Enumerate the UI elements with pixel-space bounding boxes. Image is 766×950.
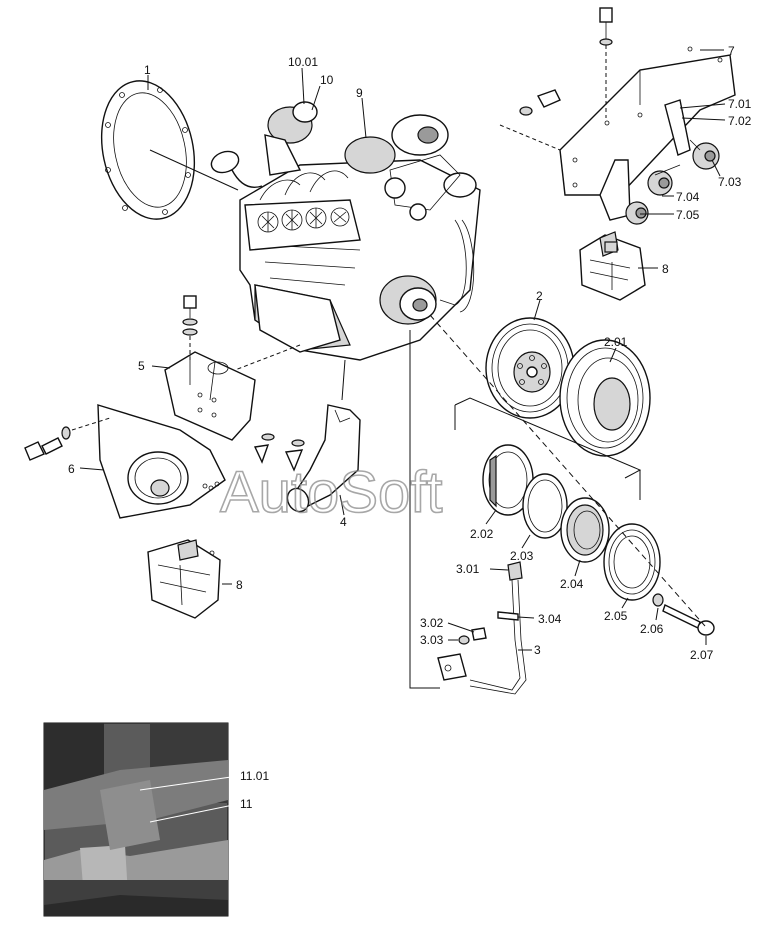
callout-2: 2 — [536, 289, 543, 303]
dipstick-tube-part-3 — [437, 561, 527, 695]
callout-7-03: 7.03 — [718, 175, 742, 189]
photo-inset — [43, 722, 239, 917]
engine-bracket-part-7 — [559, 46, 736, 225]
leader-lines — [79, 49, 726, 651]
callout-7-02: 7.02 — [728, 114, 752, 128]
bracket-top-bolt — [599, 7, 613, 118]
group-bracket-2-02-to-2-05 — [454, 397, 642, 500]
exhaust-elbow-part-4 — [286, 404, 361, 513]
callout-7-04: 7.04 — [676, 190, 700, 204]
watermark-text: AutoSoft — [220, 460, 442, 525]
ring-part-2-04 — [560, 497, 610, 563]
ring-part-2-03 — [522, 473, 568, 539]
callout-3: 3 — [534, 643, 541, 657]
callout-1: 1 — [144, 63, 151, 77]
callout-5: 5 — [138, 359, 145, 373]
engine-block-part-9 — [210, 101, 481, 361]
callout-2-04: 2.04 — [560, 577, 584, 591]
callout-2-01: 2.01 — [604, 335, 628, 349]
callout-8-upper: 8 — [662, 262, 669, 276]
bracket-5-bolt-stack — [182, 295, 198, 360]
rear-mount-bracket-part-6 — [97, 404, 226, 519]
callout-11: 11 — [240, 797, 253, 811]
rear-bracket-part-5 — [164, 351, 256, 441]
pulley-part-2-05 — [603, 523, 661, 601]
callout-3-04: 3.04 — [538, 612, 562, 626]
callout-7-05: 7.05 — [676, 208, 700, 222]
callout-2-05: 2.05 — [604, 609, 628, 623]
callout-9: 9 — [356, 86, 363, 100]
callout-10-01: 10.01 — [288, 55, 318, 69]
callout-10: 10 — [320, 73, 334, 87]
callout-2-07: 2.07 — [690, 648, 714, 662]
callout-3-02: 3.02 — [420, 616, 444, 630]
callout-11-01: 11.01 — [240, 769, 269, 783]
engine-mount-part-8-lower — [147, 539, 221, 619]
engine-mount-part-8-upper — [579, 231, 646, 301]
bracket-side-bolt — [499, 89, 561, 151]
bolt-part-2-07 — [662, 604, 715, 636]
callout-labels: 1 10.01 10 9 7 7.01 7.02 7.03 7.04 7.05 … — [68, 44, 752, 811]
callout-2-06: 2.06 — [640, 622, 664, 636]
callout-3-01: 3.01 — [456, 562, 480, 576]
dipstick-leader-line — [409, 330, 440, 689]
pulley-axis-line — [429, 314, 706, 627]
callout-7-01: 7.01 — [728, 97, 752, 111]
callout-8-lower: 8 — [236, 578, 243, 592]
callout-3-03: 3.03 — [420, 633, 444, 647]
bracket-6-side-bolt — [24, 417, 111, 461]
callout-2-02: 2.02 — [470, 527, 494, 541]
gasket-ring-part-1 — [100, 80, 196, 220]
callout-7: 7 — [728, 44, 735, 58]
callout-6: 6 — [68, 462, 75, 476]
pulley-part-2-01 — [559, 339, 651, 457]
washer-part-2-06 — [652, 593, 664, 607]
callout-2-03: 2.03 — [510, 549, 534, 563]
callout-4: 4 — [340, 515, 347, 529]
exhaust-clamp-bolts — [253, 433, 305, 472]
ring-part-2-02 — [482, 444, 534, 516]
